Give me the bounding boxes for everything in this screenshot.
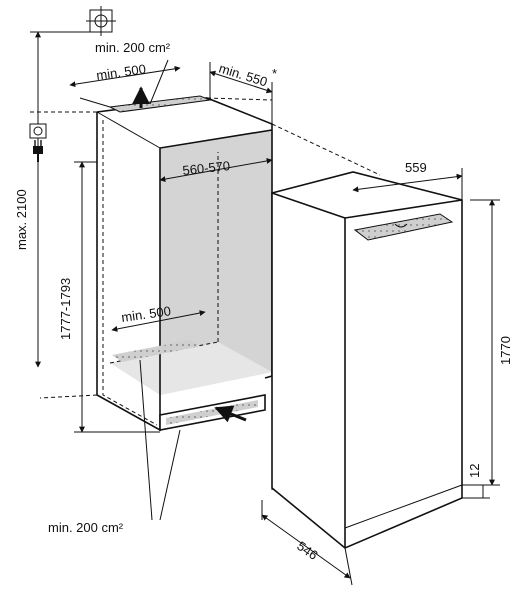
appliance-height-label: 1770 [498,336,513,365]
niche-depth-label: min. 550 [217,61,269,90]
max-height-label: max. 2100 [14,189,29,250]
socket-icon [29,123,47,139]
airflow-arrow-icon [132,86,247,423]
floor-depth-label: min. 500 [120,303,171,325]
water-connection-icon [86,6,116,36]
floor-vent-grille [112,340,200,362]
power-plug-icon [33,140,43,162]
foot-height-label: 12 [467,464,482,478]
depth-top-label: min. 500 [95,61,146,83]
vent-top-label: min. 200 cm² [95,40,171,55]
niche-cabinet [96,95,273,432]
bottom-vent-grille [166,400,258,425]
appliance-fridge [271,171,463,549]
appliance-width-label: 559 [405,160,427,175]
extension-lines [30,97,381,490]
niche-height-label: 1777-1793 [58,278,73,340]
appliance-depth-label: 546 [294,538,320,563]
niche-width-label: 560-570 [182,158,231,178]
asterisk-label: * [272,66,277,81]
vent-bottom-label: min. 200 cm² [48,520,124,535]
top-vent-grille [108,95,212,113]
